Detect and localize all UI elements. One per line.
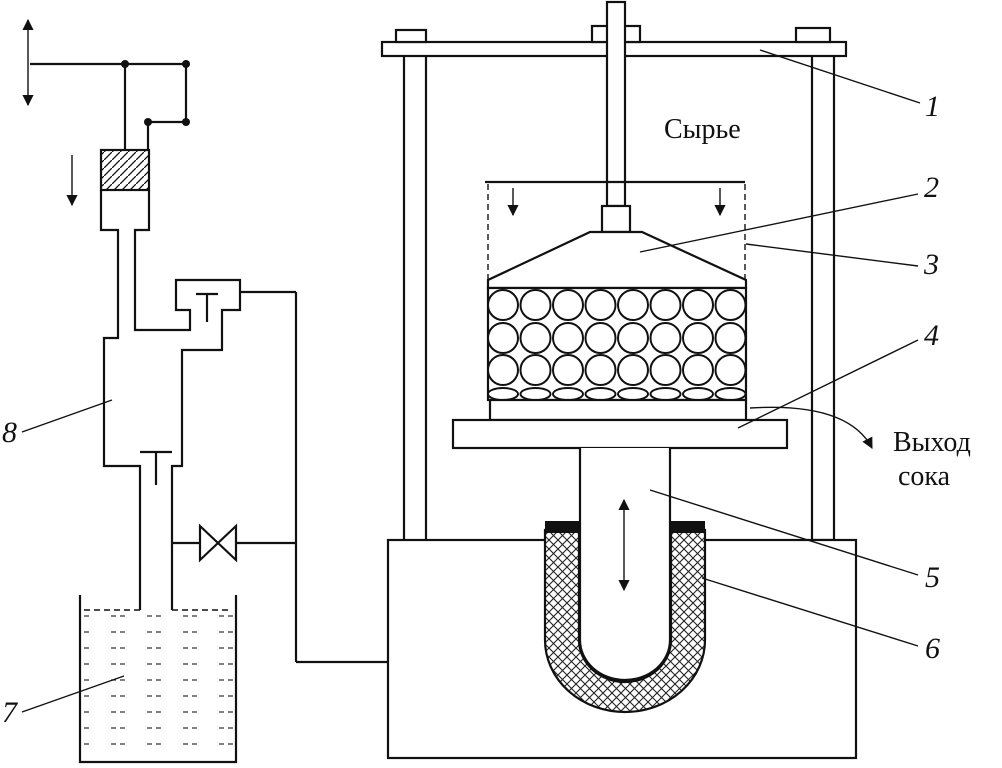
juice-exit-label-line2: сока — [898, 461, 951, 492]
raw-material-ball — [649, 289, 682, 321]
raw-material-ball — [519, 289, 552, 321]
raw-material-ball — [714, 354, 747, 386]
compressed-ball — [584, 387, 617, 401]
raw-material-ball — [552, 322, 584, 354]
left-column — [402, 50, 428, 548]
compressed-ball — [519, 387, 552, 401]
joint-dot — [121, 60, 129, 68]
raw-material-ball — [487, 322, 519, 354]
press-table — [451, 418, 789, 450]
seal-left — [545, 521, 579, 533]
raw-material-ball — [617, 354, 649, 386]
juice-exit-label-line1: Выход — [893, 427, 971, 458]
nut — [394, 28, 428, 44]
leader-lines — [21, 49, 921, 713]
compressed-ball — [682, 387, 714, 401]
pump-assembly — [22, 18, 545, 692]
joint-dot — [182, 60, 190, 68]
hydraulic-cylinder — [543, 521, 707, 714]
joint-dot — [182, 118, 190, 126]
compressed-ball — [617, 387, 649, 401]
raw-material-ball — [519, 322, 552, 354]
raw-material-ball — [649, 322, 682, 354]
compressed-ball — [714, 387, 747, 401]
raw-material-ball — [519, 354, 552, 386]
juice-exit-arrow — [749, 406, 873, 449]
raw-material-ball — [584, 354, 617, 386]
compressed-ball — [552, 387, 584, 401]
label-1: 1 — [925, 90, 940, 123]
right-column — [810, 50, 836, 542]
raw-material-ball — [552, 354, 584, 386]
lower-press-plate — [451, 398, 873, 450]
label-8: 8 — [2, 416, 17, 449]
upper-rod — [605, 0, 627, 208]
press-basket — [485, 180, 746, 282]
oil-reservoir — [78, 595, 238, 764]
raw-material-ball — [487, 289, 519, 321]
joint-dot — [144, 118, 152, 126]
raw-material-ball — [682, 322, 714, 354]
compressed-ball — [487, 387, 519, 401]
label-4: 4 — [924, 319, 939, 352]
raw-material-ball — [552, 289, 584, 321]
press-frame — [380, 0, 848, 548]
label-2: 2 — [924, 171, 939, 204]
pump-piston — [99, 148, 151, 192]
raw-material-ball — [714, 322, 747, 354]
hydraulic-plunger — [578, 448, 672, 682]
label-7: 7 — [2, 696, 19, 729]
raw-material-ball — [617, 322, 649, 354]
label-5: 5 — [925, 561, 940, 594]
bypass-valve-icon — [198, 523, 238, 563]
raw-material-ball — [714, 289, 747, 321]
raw-material-label: Сырье — [664, 114, 741, 145]
raw-material-ball — [617, 289, 649, 321]
raw-material-ball — [649, 354, 682, 386]
raw-material-layer — [486, 286, 748, 402]
raw-material-ball — [584, 322, 617, 354]
label-6: 6 — [925, 632, 940, 665]
labels: Сырье Выход сока 1 2 3 4 5 6 7 8 — [2, 90, 971, 729]
label-3: 3 — [923, 248, 939, 281]
pump-cylinder-outline — [99, 190, 242, 692]
raw-material-ball — [682, 354, 714, 386]
raw-material-ball — [487, 354, 519, 386]
compressed-ball — [649, 387, 682, 401]
nut — [794, 26, 832, 44]
raw-material-ball — [584, 289, 617, 321]
raw-material-ball — [682, 289, 714, 321]
seal-right — [671, 521, 705, 533]
upper-press-plate — [486, 204, 748, 290]
